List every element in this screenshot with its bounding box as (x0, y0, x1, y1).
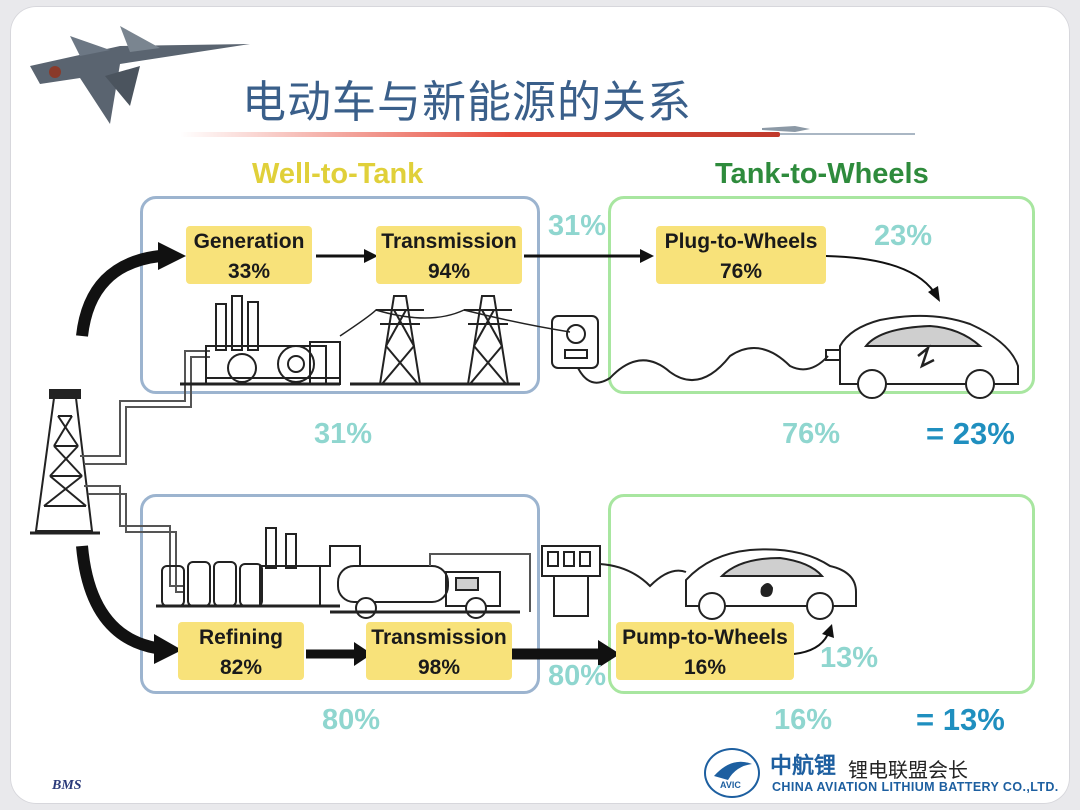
stage-pump-label: Pump-to-Wheels (622, 626, 788, 649)
avic-badge-text: AVIC (720, 780, 741, 790)
company-name-en: CHINA AVIATION LITHIUM BATTERY CO.,LTD. (772, 780, 1059, 794)
electric-ttw-box (608, 196, 1035, 394)
slide: 电动车与新能源的关系 Well-to-Tank Tank-to-Wheels (10, 6, 1070, 804)
watermark: 锂电联盟会长 (848, 758, 968, 782)
stage-pump-to-wheels: Pump-to-Wheels 16% (616, 622, 794, 680)
title-underline-tail (780, 133, 915, 135)
electric-result: = 23% (926, 416, 1015, 451)
gasoline-car-icon (685, 548, 857, 620)
stage-transmission-fuel-label: Transmission (371, 626, 507, 649)
tanker-truck-icon (330, 553, 531, 619)
electric-final-pct: 23% (874, 220, 933, 252)
fuel-result: = 13% (916, 702, 1005, 737)
fuel-wtt-total: 80% (322, 704, 381, 736)
electric-wtt-box (140, 196, 540, 394)
stage-transmission-electric: Transmission 94% (376, 226, 522, 284)
stage-transmission-electric-label: Transmission (381, 230, 517, 253)
title-underline (180, 132, 780, 137)
header-tank-to-wheels: Tank-to-Wheels (715, 158, 929, 190)
stage-generation-pct: 33% (227, 260, 271, 283)
fuel-wtt-box (140, 494, 540, 694)
stage-plug-label: Plug-to-Wheels (664, 230, 818, 253)
stage-refining-pct: 82% (219, 656, 263, 679)
electric-ttw-total: 76% (782, 418, 841, 450)
stage-transmission-fuel: Transmission 98% (366, 622, 512, 680)
stage-generation: Generation 33% (186, 226, 312, 284)
stage-plug-pct: 76% (719, 260, 763, 283)
header-well-to-tank: Well-to-Tank (252, 158, 424, 190)
stage-pump-pct: 16% (683, 656, 727, 679)
corner-logo: BMS (52, 778, 82, 793)
fuel-pump-icon (541, 545, 687, 617)
stage-refining: Refining 82% (178, 622, 304, 680)
electric-car-icon (825, 314, 1019, 399)
refinery-icon (156, 527, 361, 608)
pylon-icon (339, 295, 571, 386)
illustration-layer (30, 242, 1019, 668)
electric-wtt-total: 31% (314, 418, 373, 450)
electric-mid-pct: 31% (548, 210, 607, 242)
page-title: 电动车与新能源的关系 (242, 77, 692, 128)
flow-arrows (76, 242, 940, 668)
stage-plug-to-wheels: Plug-to-Wheels 76% (656, 226, 826, 284)
stage-generation-label: Generation (193, 230, 305, 253)
stage-refining-label: Refining (199, 626, 283, 649)
fuel-ttw-total: 16% (774, 704, 833, 736)
power-plant-icon (180, 295, 341, 386)
stage-transmission-electric-pct: 94% (427, 260, 471, 283)
avic-logo-icon (704, 748, 760, 798)
charger-icon (551, 315, 829, 384)
fuel-ttw-box (608, 494, 1035, 694)
fuel-mid-pct: 80% (548, 660, 607, 692)
oil-derrick-icon (30, 389, 100, 535)
stage-transmission-fuel-pct: 98% (417, 656, 461, 679)
company-name-cn: 中航锂 (770, 754, 837, 779)
fuel-final-pct: 13% (820, 642, 879, 674)
